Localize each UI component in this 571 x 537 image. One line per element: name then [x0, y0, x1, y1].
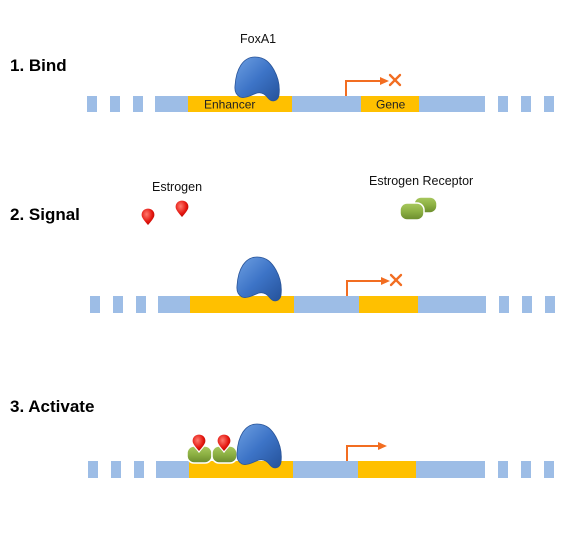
foxa1-label: FoxA1 [240, 32, 276, 46]
estrogen-label: Estrogen [152, 180, 202, 194]
block-x-icon [389, 273, 403, 287]
dna-dash [133, 96, 143, 112]
estrogen-molecule [140, 207, 156, 227]
step-1-title: 1. Bind [10, 56, 67, 75]
gene-label: Gene [376, 98, 406, 112]
dna-dash [111, 461, 121, 478]
enhancer-region [188, 96, 292, 112]
gene-region [358, 461, 416, 478]
dna-dash [498, 461, 508, 478]
step-bind: 1. Bind Enhancer Gene FoxA1 [10, 32, 554, 112]
dna-dash [521, 461, 531, 478]
step-2-title: 2. Signal [10, 205, 80, 224]
foxa1-protein [236, 256, 282, 302]
dna-strand-3 [88, 461, 554, 478]
dna-strand-1 [87, 96, 554, 112]
dna-dash [87, 96, 97, 112]
enhancer-label: Enhancer [204, 98, 255, 112]
dna-dash [498, 96, 508, 112]
dna-strand-2 [90, 296, 555, 313]
dna-dash [499, 296, 509, 313]
step-3-title: 3. Activate [10, 397, 94, 416]
estrogen-molecule [174, 199, 190, 219]
block-x-icon [388, 73, 402, 87]
dna-dash [113, 296, 123, 313]
step-activate: 3. Activate [10, 397, 554, 478]
dna-dash [521, 96, 531, 112]
enhancer-region [189, 461, 293, 478]
transcription-arrow-active [346, 442, 387, 461]
dna-dash [544, 96, 554, 112]
transcription-arrow-blocked [345, 77, 389, 96]
dna-dash [522, 296, 532, 313]
dna-dash [134, 461, 144, 478]
dna-dash [136, 296, 146, 313]
enhancer-region [190, 296, 294, 313]
estrogen-receptor-protein [399, 196, 438, 221]
estrogen-receptor-complex [186, 445, 238, 464]
step-signal: 2. Signal Estrogen Estrogen Receptor [10, 174, 555, 313]
dna-dash [110, 96, 120, 112]
dna-dash [88, 461, 98, 478]
dna-dash [544, 461, 554, 478]
dna-dash [545, 296, 555, 313]
transcription-arrow-blocked [346, 277, 390, 296]
foxa1-protein [234, 56, 280, 102]
gene-region [361, 96, 419, 112]
gene-region [359, 296, 418, 313]
dna-dash [90, 296, 100, 313]
estrogen-receptor-label: Estrogen Receptor [369, 174, 473, 188]
